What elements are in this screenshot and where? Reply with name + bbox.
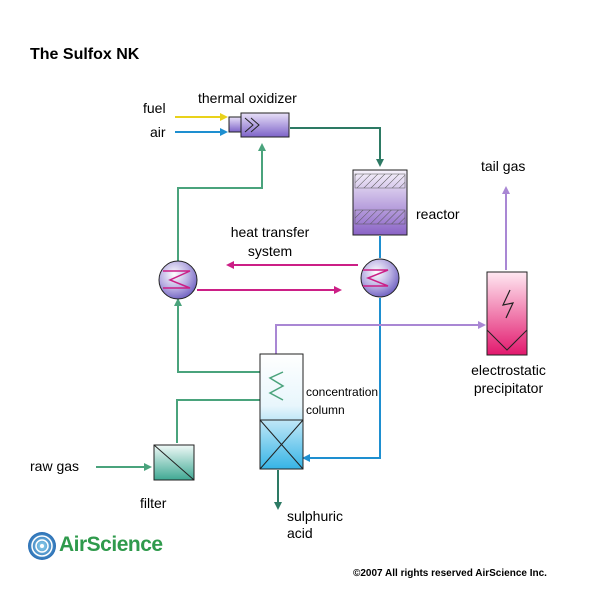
- reactor: [352, 169, 408, 236]
- heat-exchanger-left: [158, 260, 198, 300]
- filter: [153, 444, 195, 481]
- precipitator-label: precipitator: [473, 380, 544, 396]
- tail-gas-label: tail gas: [481, 158, 526, 174]
- copyright-notice: ©2007 All rights reserved AirScience Inc…: [353, 568, 547, 579]
- concentration-column: [259, 353, 304, 470]
- electrostatic-precipitator: [486, 271, 528, 356]
- system-label: system: [247, 243, 293, 259]
- thermal-oxidizer: [228, 112, 290, 138]
- raw-gas-label: raw gas: [30, 458, 80, 474]
- concentration-label: concentration: [306, 385, 379, 399]
- electrostatic-label: electrostatic: [471, 362, 546, 378]
- column-to-hx-line: [174, 298, 283, 373]
- sulphuric-label: sulphuric: [287, 508, 344, 524]
- airscience-logo-mark: [28, 532, 56, 560]
- column-to-esp-line: [275, 321, 486, 355]
- filter-label: filter: [140, 495, 167, 511]
- heat-transfer-label: heat transfer: [230, 224, 310, 240]
- reactor-label: reactor: [416, 206, 460, 222]
- oxidizer-to-reactor-line: [290, 127, 384, 167]
- thermal-oxidizer-label: thermal oxidizer: [198, 90, 297, 106]
- acid-label: acid: [287, 525, 313, 541]
- column-label: column: [306, 403, 345, 417]
- airscience-logo-text: AirScience: [59, 533, 163, 556]
- diagram-title: The Sulfox NK: [30, 46, 140, 63]
- filter-to-column-line: [176, 399, 283, 443]
- fuel-label: fuel: [143, 100, 166, 116]
- air-label: air: [150, 124, 166, 140]
- hx-to-column-line: [302, 298, 381, 462]
- hx-to-oxidizer-line: [177, 143, 266, 262]
- heat-exchanger-right: [360, 258, 400, 298]
